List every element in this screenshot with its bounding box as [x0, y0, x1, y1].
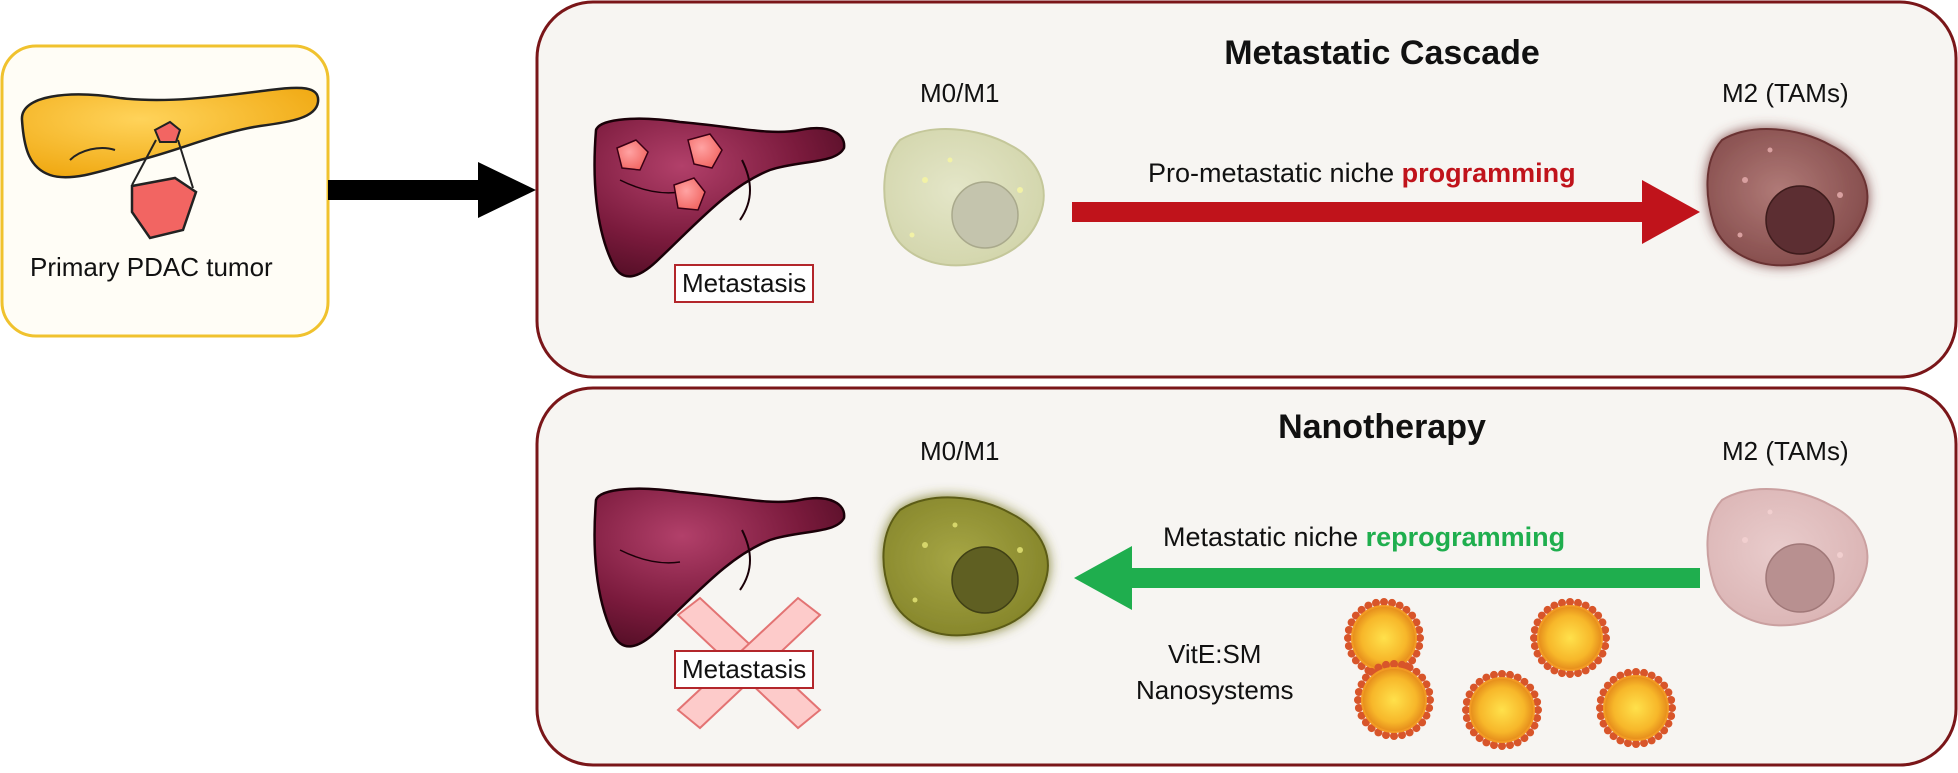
nanotherapy-title: Nanotherapy — [1278, 408, 1486, 446]
cascade-title: Metastatic Cascade — [1224, 34, 1540, 72]
nanoparticles — [1344, 598, 1676, 750]
liver-with-metastases — [593, 117, 846, 278]
cascade-panel — [535, 0, 1958, 379]
nanosystems-label-line1: VitE:SM — [1168, 639, 1262, 669]
nanoparticle — [1530, 598, 1610, 678]
programming-arrow-label: Pro-metastatic niche programming — [1148, 158, 1576, 189]
cascade-left-cell-label: M0/M1 — [920, 78, 1000, 108]
macrophage-m0m1-pale — [883, 128, 1045, 267]
nanosystems-label-line2: Nanosystems — [1136, 675, 1294, 705]
reprogramming-emphasis: reprogramming — [1365, 522, 1566, 552]
programming-emphasis: programming — [1401, 158, 1576, 188]
reprogramming-arrow — [1074, 546, 1700, 610]
tumor-zoom — [130, 176, 198, 240]
nanotherapy-left-cell-label: M0/M1 — [920, 436, 1000, 466]
programming-arrow — [1072, 180, 1700, 244]
metastasis-label-cascade: Metastasis — [674, 264, 815, 303]
macrophage-m2-dark — [1706, 128, 1869, 267]
nanotherapy-right-cell-label: M2 (TAMs) — [1722, 436, 1849, 466]
reprogramming-arrow-text: Metastatic niche — [1163, 522, 1359, 552]
nanoparticle — [1354, 660, 1434, 740]
nanoparticle — [1596, 668, 1676, 748]
macrophage-m2-pale — [1706, 488, 1869, 627]
programming-arrow-text: Pro-metastatic niche — [1148, 158, 1395, 188]
reprogramming-arrow-label: Metastatic niche reprogramming — [1163, 522, 1565, 553]
metastasis-nodule — [673, 177, 706, 211]
metastasis-label-nanotherapy: Metastasis — [674, 650, 815, 689]
metastasis-nodule — [616, 139, 649, 171]
metastasis-nodule — [687, 133, 723, 169]
tumor-small — [153, 120, 182, 143]
macrophage-m0m1-active — [882, 496, 1049, 637]
primary-tumor-label: Primary PDAC tumor — [30, 252, 273, 282]
liver-healthy — [593, 487, 846, 648]
cascade-right-cell-label: M2 (TAMs) — [1722, 78, 1849, 108]
progression-arrow — [328, 162, 536, 218]
nanoparticle — [1462, 670, 1542, 750]
nanosystems-label: VitE:SM Nanosystems — [1136, 636, 1294, 708]
